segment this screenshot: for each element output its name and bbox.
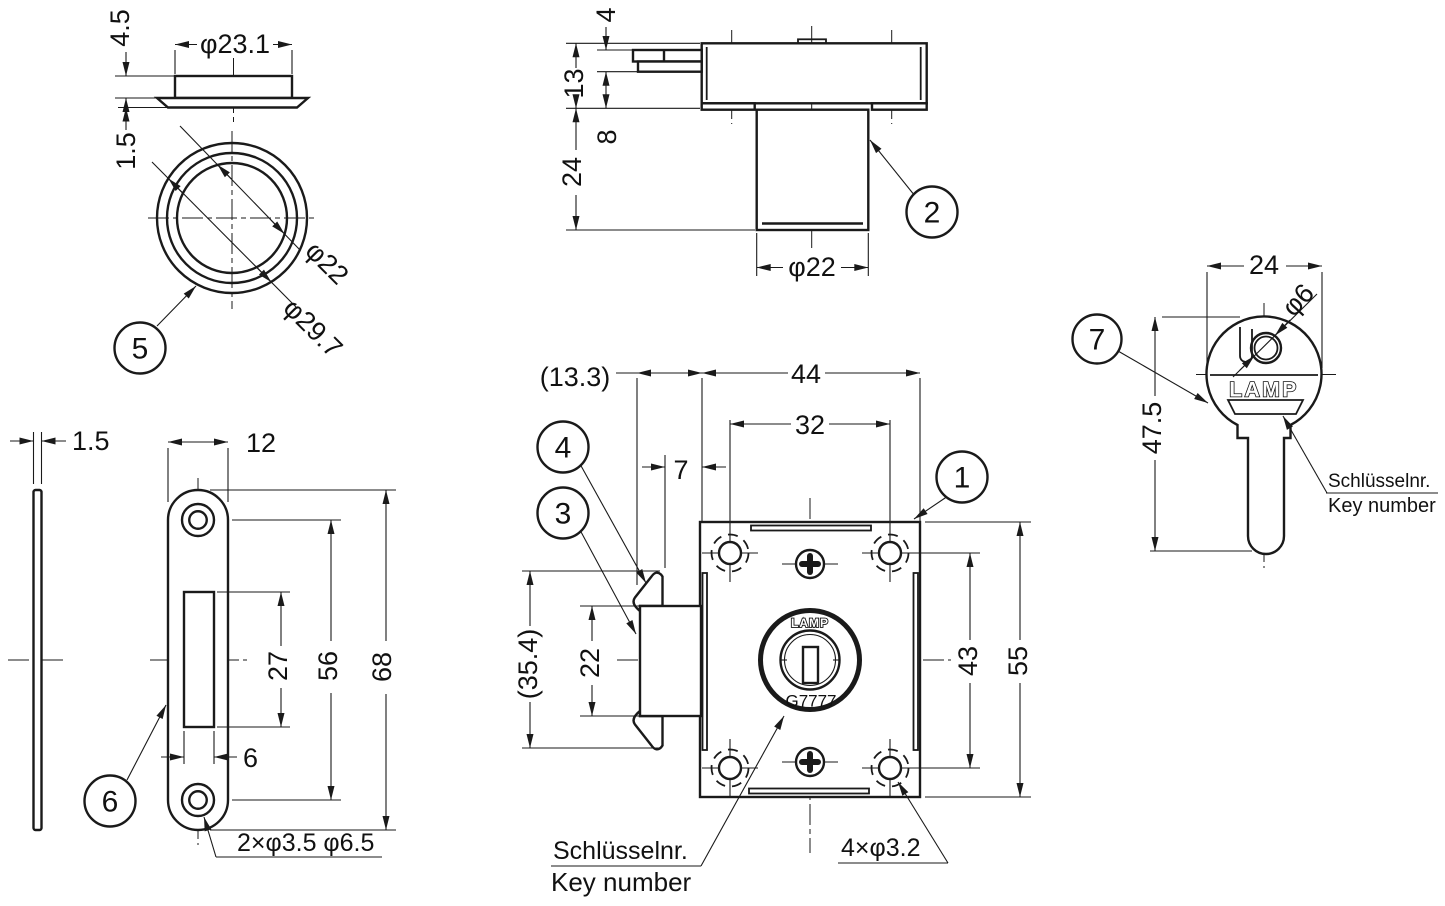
dim-latch-protrusion: (13.3) — [540, 362, 611, 392]
dim-lock-height: 55 — [1003, 646, 1033, 676]
mounting-hole-bottom-right — [862, 739, 918, 797]
dim-latch-height: 22 — [575, 648, 605, 678]
key-brand-logo: LAMP — [1229, 379, 1299, 402]
phillips-screw-bottom — [782, 746, 838, 778]
lock-brand-logo: LAMP — [791, 616, 829, 630]
phillips-screw-top — [782, 548, 838, 580]
lock-cylinder: LAMP G7777 — [758, 608, 862, 712]
lock-key-number-label-de: Schlüsselnr. — [553, 837, 688, 865]
view-lock-front: LAMP G7777 (13.3) 44 32 7 (35 — [513, 359, 1033, 897]
dim-cap-inner-diameter: φ22 — [300, 236, 355, 291]
lock-hole-note: 4×φ3.2 — [841, 834, 920, 862]
dim-key-length: 47.5 — [1137, 402, 1167, 455]
dim-cylinder-diameter: φ22 — [788, 252, 836, 282]
dim-strike-hole-pitch: 56 — [313, 651, 343, 681]
dim-strike-width: 12 — [246, 428, 276, 458]
balloon-2-label: 2 — [924, 197, 941, 230]
key-number-panel — [1226, 399, 1305, 415]
dim-cap-outer-diameter: φ29.7 — [278, 293, 349, 364]
lock-key-number: G7777 — [785, 692, 836, 711]
dim-strike-thickness: 1.5 — [72, 426, 110, 456]
key-number-label-en: Key number — [1328, 495, 1436, 517]
dim-latch-thickness: 4 — [591, 7, 621, 22]
dim-lock-hole-pitch-h: 32 — [795, 410, 825, 440]
balloon-3 — [536, 486, 590, 540]
mounting-hole-top-right — [862, 420, 918, 582]
balloon-3-label: 3 — [555, 498, 572, 531]
view-cap-front: φ22 φ29.7 5 — [113, 125, 355, 375]
dim-cylinder-length: 24 — [557, 157, 587, 187]
balloon-4-label: 4 — [555, 432, 572, 465]
balloon-5 — [113, 321, 167, 375]
dim-case-height: 13 — [559, 68, 589, 98]
view-strike-front: 12 27 56 68 6 2×φ3.5 φ6.5 6 — [83, 428, 397, 858]
view-cap-side: φ23.1 4.5 1.5 — [105, 9, 312, 170]
mounting-hole-bottom-left — [702, 739, 758, 797]
balloon-1 — [935, 450, 989, 504]
balloon-4 — [536, 420, 590, 474]
view-strike-side: 1.5 — [8, 426, 110, 832]
dim-cap-diameter: φ23.1 — [200, 29, 270, 59]
balloon-6-label: 6 — [102, 786, 119, 819]
dim-lock-hole-pitch-v: 43 — [953, 646, 983, 676]
dim-cap-flange: 1.5 — [111, 132, 141, 170]
lock-key-number-label-en: Key number — [551, 867, 692, 897]
balloon-6 — [83, 774, 137, 828]
dim-latch-overall: (35.4) — [513, 629, 543, 700]
dim-shoulder: 8 — [592, 129, 622, 144]
dim-lock-offset: 7 — [673, 455, 688, 485]
dim-key-hole-diameter: φ6 — [1276, 278, 1320, 322]
dim-key-head-width: 24 — [1249, 250, 1279, 280]
mounting-hole-top-left — [702, 420, 758, 582]
balloon-1-label: 1 — [954, 462, 971, 495]
dim-strike-slot-width: 6 — [243, 743, 258, 773]
balloon-2 — [905, 185, 959, 239]
dim-strike-slot-height: 27 — [263, 651, 293, 681]
strike-hole-note: 2×φ3.5 φ6.5 — [237, 829, 374, 857]
balloon-5-label: 5 — [132, 333, 149, 366]
dim-lock-width: 44 — [791, 359, 821, 389]
balloon-7-label: 7 — [1089, 324, 1106, 357]
dim-cap-height: 4.5 — [105, 9, 135, 47]
key-number-label-de: Schlüsselnr. — [1328, 471, 1430, 492]
view-cylinder-side: 4 13 8 24 φ22 2 — [557, 7, 959, 282]
balloon-7 — [1071, 313, 1123, 365]
dim-strike-height: 68 — [367, 652, 397, 682]
view-key: LAMP 24 φ6 47.5 7 Schlüsselnr. Key numbe… — [1071, 250, 1438, 568]
